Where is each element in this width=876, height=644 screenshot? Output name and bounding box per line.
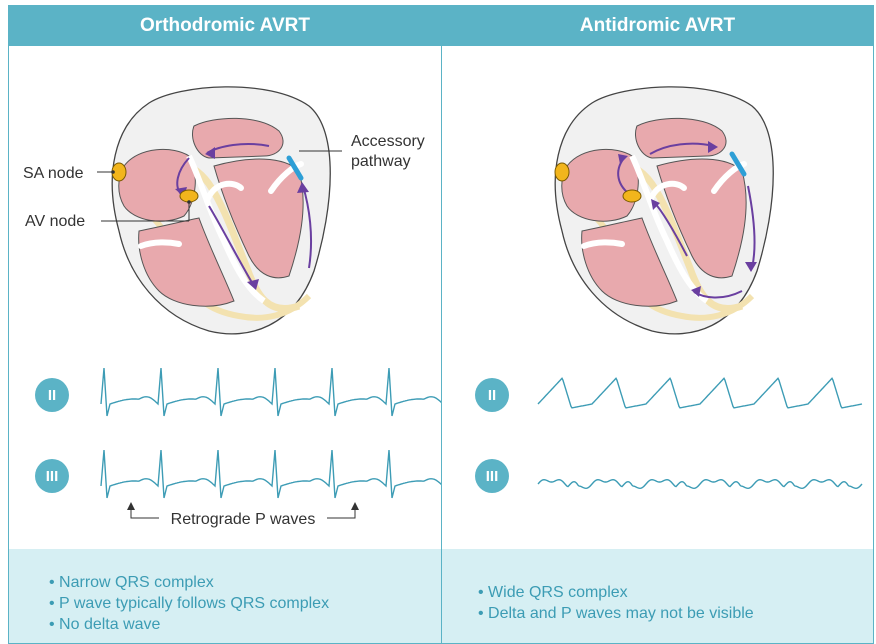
arrowhead	[247, 279, 259, 290]
septum	[186, 154, 266, 304]
bullet-item: Delta and P waves may not be visible	[478, 603, 754, 624]
sa-node-label: SA node	[23, 165, 84, 182]
arrowhead	[297, 182, 309, 193]
left-ventricle	[213, 158, 304, 279]
valve	[711, 161, 747, 194]
antidromic-title: Antidromic AVRT	[442, 6, 873, 46]
retrograde-bracket-right	[327, 506, 356, 519]
bullet-item: Wide QRS complex	[478, 582, 754, 603]
left-atrium	[635, 117, 727, 159]
valve	[138, 239, 182, 249]
ecg-trace-lead-iii	[537, 478, 863, 490]
valve	[268, 161, 304, 194]
ecg-trace-lead-iii	[100, 449, 441, 499]
bullet-item: No delta wave	[49, 614, 329, 635]
right-atrium	[561, 148, 639, 222]
panel-divider	[441, 6, 442, 643]
accessory-pathway	[286, 155, 304, 181]
arrowhead	[618, 154, 628, 164]
valve	[204, 180, 244, 204]
antidromic-diagram: II III	[475, 86, 863, 493]
left-ventricle	[656, 158, 747, 279]
lead-badge-ii	[35, 378, 69, 412]
figure-frame: Orthodromic AVRT	[8, 5, 874, 644]
lead-ii-label: II	[48, 387, 56, 404]
lead-badge-iii	[35, 459, 69, 493]
arrowhead	[651, 199, 660, 210]
orthodromic-footer: Narrow QRS complex P wave typically foll…	[9, 549, 441, 643]
orthodromic-bullets: Narrow QRS complex P wave typically foll…	[49, 572, 329, 635]
antidromic-bullets: Wide QRS complex Delta and P waves may n…	[478, 582, 754, 624]
antidromic-panel: Antidromic AVRT	[442, 6, 873, 643]
arrowhead	[745, 262, 757, 272]
antidromic-footer: Wide QRS complex Delta and P waves may n…	[442, 549, 873, 643]
arrowhead	[205, 147, 215, 159]
ecg-trace-lead-ii	[537, 377, 863, 409]
av-node	[622, 189, 642, 203]
ecg-waveform	[100, 449, 441, 499]
lead-ii-label: II	[488, 387, 496, 404]
pathway-label: pathway	[351, 153, 411, 170]
reentry-arrow	[747, 185, 756, 269]
bullet-item: P wave typically follows QRS complex	[49, 593, 329, 614]
accessory-label: Accessory	[351, 133, 425, 150]
reentry-arrow	[208, 205, 255, 287]
retrograde-label: Retrograde P waves	[171, 511, 316, 528]
orthodromic-panel: Orthodromic AVRT	[9, 6, 441, 643]
ecg-waveform	[537, 478, 863, 490]
arrowhead	[708, 141, 718, 153]
left-atrium	[192, 117, 284, 159]
valve	[647, 180, 687, 204]
orthodromic-diagram: SA node AV node Accessory pathway II III…	[23, 86, 441, 528]
bullet-item: Narrow QRS complex	[49, 572, 329, 593]
lead-iii-label: III	[486, 468, 499, 485]
av-node-label: AV node	[25, 213, 85, 230]
retrograde-bracket-left	[130, 506, 159, 519]
right-atrium	[118, 148, 196, 222]
av-node	[179, 189, 199, 203]
ecg-waveform	[537, 377, 863, 409]
orthodromic-title: Orthodromic AVRT	[9, 6, 441, 46]
arrowhead	[691, 286, 701, 297]
accessory-pathway	[729, 151, 747, 177]
valve	[581, 239, 625, 249]
lead-iii-label: III	[46, 468, 59, 485]
reentry-arrow	[649, 142, 715, 155]
septum	[629, 154, 709, 304]
ecg-trace-lead-ii	[100, 367, 441, 417]
lead-badge-iii	[475, 459, 509, 493]
sa-node	[554, 162, 570, 182]
lead-badge-ii	[475, 378, 509, 412]
ecg-waveform	[100, 367, 441, 417]
